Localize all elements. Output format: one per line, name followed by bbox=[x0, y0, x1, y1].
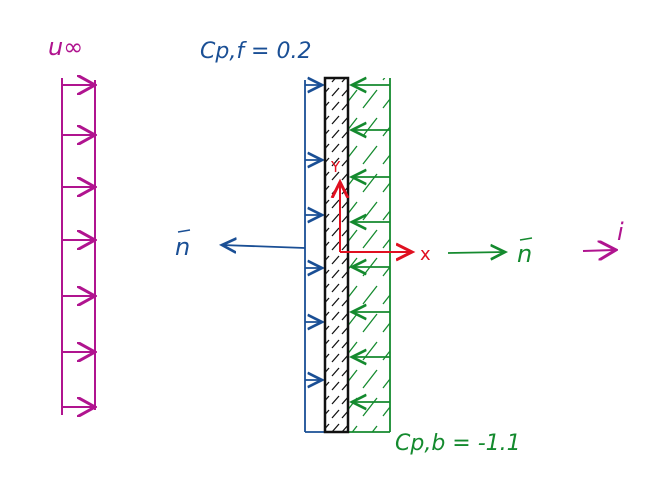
normal-vector-right-label: n bbox=[517, 240, 532, 268]
y-axis-label: Y bbox=[330, 158, 341, 176]
u-infinity-label: u∞ bbox=[48, 33, 83, 61]
x-axis-label: x bbox=[420, 244, 431, 265]
vector-hat-icon bbox=[519, 237, 533, 241]
front-pressure-distribution bbox=[222, 80, 325, 433]
back-pressure-distribution bbox=[348, 78, 505, 433]
normal-vector-left-label: n bbox=[175, 233, 190, 261]
cp-back-label: Cp,b = -1.1 bbox=[395, 431, 521, 456]
cp-front-label: Cp,f = 0.2 bbox=[200, 39, 311, 64]
vector-hat-icon bbox=[177, 229, 191, 233]
freestream-velocity-profile bbox=[61, 78, 95, 415]
flat-plate bbox=[323, 76, 350, 434]
unit-vector-i-label: i bbox=[617, 218, 624, 246]
unit-vector-i-arrow bbox=[582, 250, 614, 251]
coordinate-axes bbox=[340, 182, 412, 252]
back-pressure-region bbox=[348, 78, 390, 432]
